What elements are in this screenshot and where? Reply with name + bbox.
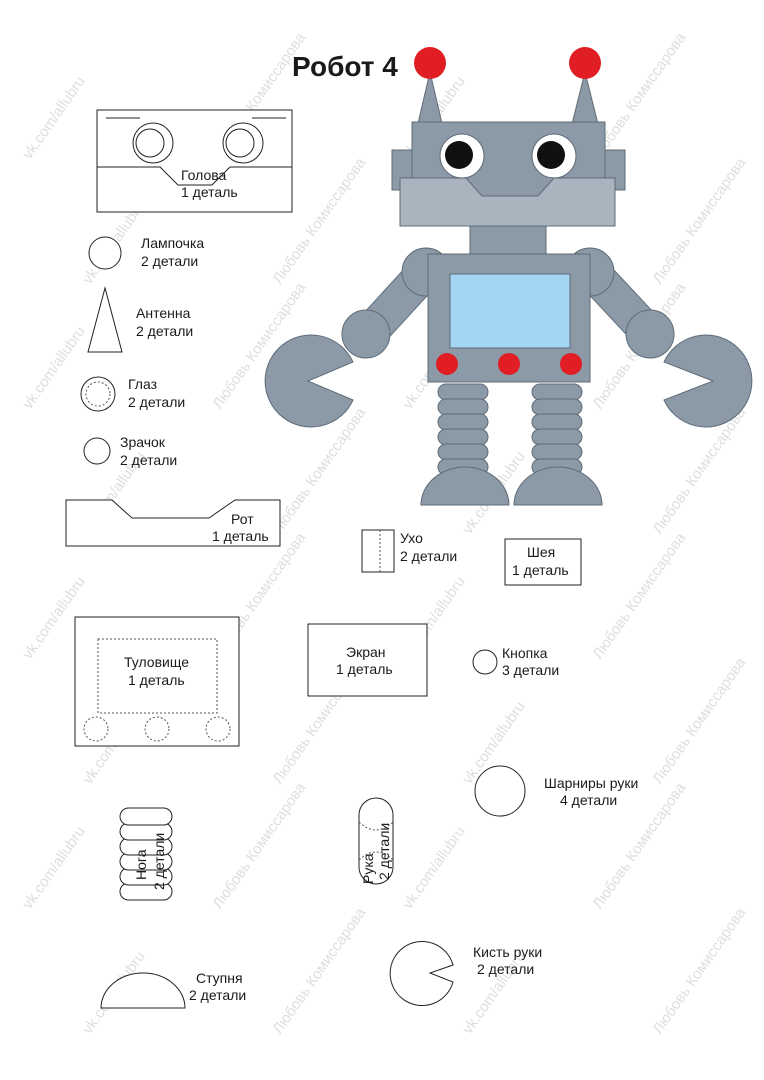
piece-head: Голова 1 деталь xyxy=(96,109,293,213)
watermark-text: Любовь Комиссарова xyxy=(649,154,749,287)
piece-ear: Ухо 2 детали xyxy=(361,529,457,573)
label-button-name: Кнопка xyxy=(502,645,548,661)
label-eye-count: 2 детали xyxy=(128,394,185,410)
label-arm-joints-name: Шарниры руки xyxy=(544,775,638,791)
watermark-text: vk.com/allubru xyxy=(399,823,468,912)
label-mouth-count: 1 деталь xyxy=(212,528,269,544)
robot-screen xyxy=(449,273,571,349)
watermark-text: vk.com/allubru xyxy=(19,73,88,162)
label-torso-name: Туловище xyxy=(124,654,189,670)
robot-button-3 xyxy=(560,353,582,375)
label-antenna-count: 2 детали xyxy=(136,323,193,339)
robot-lamp-right xyxy=(569,47,601,79)
robot-pupil-right xyxy=(537,141,565,169)
label-leg-count: 2 детали xyxy=(151,833,167,890)
piece-foot: Ступня 2 детали xyxy=(100,970,246,1009)
label-ear-count: 2 детали xyxy=(400,548,457,564)
robot-leg-segment xyxy=(437,443,489,461)
label-leg-name: Нога xyxy=(133,849,149,880)
label-screen-count: 1 деталь xyxy=(336,661,393,677)
robot-leg-left xyxy=(437,383,489,476)
piece-leg: Нога 2 детали xyxy=(119,807,173,901)
label-pupil-name: Зрачок xyxy=(120,434,166,450)
label-eye-name: Глаз xyxy=(128,376,157,392)
label-hand-count: 2 детали xyxy=(477,961,534,977)
piece-eye: Глаз 2 детали xyxy=(80,376,185,412)
label-button-count: 3 детали xyxy=(502,662,559,678)
label-arm-count: 2 детали xyxy=(376,823,392,880)
robot-leg-segment xyxy=(437,398,489,416)
piece-mouth: Рот 1 деталь xyxy=(65,499,281,547)
piece-antenna: Антенна 2 детали xyxy=(87,286,193,353)
label-ear-name: Ухо xyxy=(400,530,423,546)
label-pupil-count: 2 детали xyxy=(120,452,177,468)
label-torso-count: 1 деталь xyxy=(128,672,185,688)
robot-leg-segment xyxy=(437,383,489,401)
label-hand-name: Кисть руки xyxy=(473,944,542,960)
piece-lamp: Лампочка 2 детали xyxy=(88,235,204,270)
piece-button: Кнопка 3 детали xyxy=(472,645,559,678)
label-neck-count: 1 деталь xyxy=(512,562,569,578)
watermark-text: vk.com/allubru xyxy=(19,823,88,912)
piece-torso: Туловище 1 деталь xyxy=(74,616,240,747)
watermark-text: vk.com/allubru xyxy=(19,323,88,412)
label-foot-name: Ступня xyxy=(196,970,243,986)
label-lamp-count: 2 детали xyxy=(141,253,198,269)
robot-button-2 xyxy=(498,353,520,375)
label-neck-name: Шея xyxy=(527,544,555,560)
piece-arm: Рука 2 детали xyxy=(358,797,394,885)
piece-pupil: Зрачок 2 детали xyxy=(83,434,177,468)
watermark-text: Любовь Комиссарова xyxy=(269,904,369,1037)
robot-leg-segment xyxy=(531,413,583,431)
robot-arm-left xyxy=(264,247,451,428)
robot-leg-segment xyxy=(531,428,583,446)
page-title: Робот 4 xyxy=(292,51,398,82)
label-head-count: 1 деталь xyxy=(181,184,238,200)
robot-neck xyxy=(469,225,547,255)
leg-template-segment xyxy=(119,807,173,826)
label-arm-joints-count: 4 детали xyxy=(560,792,617,808)
robot-foot-right xyxy=(513,466,603,506)
label-antenna-name: Антенна xyxy=(136,305,191,321)
robot-foot-left xyxy=(420,466,510,506)
watermark-text: Любовь Комиссарова xyxy=(649,904,749,1037)
assembled-robot xyxy=(264,47,753,506)
robot-leg-segment xyxy=(531,383,583,401)
label-foot-count: 2 детали xyxy=(189,987,246,1003)
watermark-text: Любовь Комиссарова xyxy=(209,779,309,912)
piece-neck: Шея 1 деталь xyxy=(504,538,582,586)
robot-lamp-left xyxy=(414,47,446,79)
robot-leg-segment xyxy=(437,428,489,446)
piece-screen: Экран 1 деталь xyxy=(307,623,428,697)
label-mouth-name: Рот xyxy=(231,511,254,527)
watermark-text: Любовь Комиссарова xyxy=(589,529,689,662)
label-lamp-name: Лампочка xyxy=(141,235,204,251)
robot-pupil-left xyxy=(445,141,473,169)
watermark-text: Любовь Комиссарова xyxy=(649,654,749,787)
piece-hand: Кисть руки 2 детали xyxy=(389,941,542,1006)
robot-leg-segment xyxy=(437,413,489,431)
robot-button-1 xyxy=(436,353,458,375)
robot-leg-segment xyxy=(531,443,583,461)
piece-arm-joints: Шарниры руки 4 детали xyxy=(474,765,638,817)
label-head-name: Голова xyxy=(181,167,227,183)
robot-leg-right xyxy=(531,383,583,476)
label-screen-name: Экран xyxy=(346,644,386,660)
label-arm-name: Рука xyxy=(360,853,376,884)
robot-leg-segment xyxy=(531,398,583,416)
